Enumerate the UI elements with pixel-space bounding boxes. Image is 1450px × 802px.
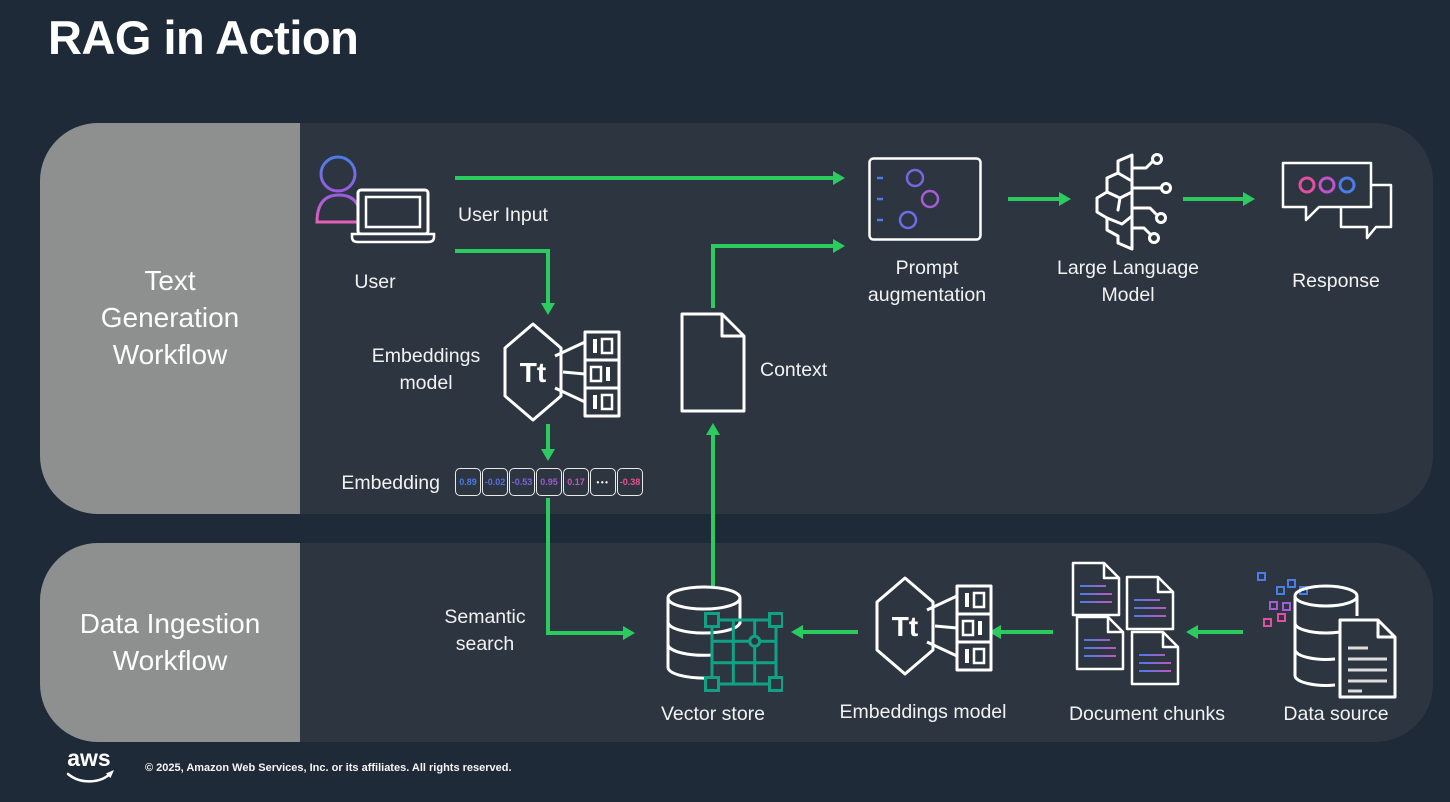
text-generation-label-box: Text Generation Workflow — [40, 123, 300, 514]
embeddings-model-2-label: Embeddings model — [839, 701, 1007, 723]
user-input-label: User Input — [458, 204, 548, 226]
embedding-vector: 0.89 -0.02 -0.53 0.95 0.17 ••• -0.38 — [455, 468, 643, 496]
response-label: Response — [1292, 270, 1380, 292]
embedding-value: 0.95 — [536, 468, 562, 496]
vector-store-label: Vector store — [660, 703, 766, 725]
arrow-context-to-prompt — [711, 239, 845, 308]
large-language-model-label: Large Language Model — [1056, 257, 1200, 306]
text-generation-panel: Text Generation Workflow — [40, 123, 1433, 514]
user-label: User — [354, 271, 396, 293]
embedding-value: 0.89 — [455, 468, 481, 496]
embeddings-model-glyph: Tt — [520, 357, 546, 388]
embedding-value: -0.53 — [509, 468, 535, 496]
data-ingestion-label-box: Data Ingestion Workflow — [40, 543, 300, 742]
document-chunks-label: Document chunks — [1068, 703, 1226, 725]
embedding-ellipsis: ••• — [590, 468, 616, 496]
arrow-user-to-embeddings-model — [455, 249, 555, 315]
context-document-icon — [680, 312, 746, 413]
large-language-model-icon — [1095, 153, 1172, 251]
arrow-embedding-to-vector-store — [546, 498, 635, 640]
embedding-label: Embedding — [341, 472, 440, 494]
embedding-value: -0.02 — [482, 468, 508, 496]
embeddings-model-icon: Tt — [875, 576, 993, 676]
copyright-text: © 2025, Amazon Web Services, Inc. or its… — [145, 762, 512, 774]
embeddings-model-icon: Tt — [503, 322, 621, 422]
aws-logo: aws — [66, 746, 114, 783]
prompt-augmentation-label: Prompt augmentation — [867, 257, 987, 306]
embeddings-model-glyph: Tt — [892, 611, 918, 642]
embedding-value: -0.38 — [617, 468, 643, 496]
data-source-icon — [1257, 572, 1397, 699]
embeddings-model-label: Embeddings model — [371, 345, 481, 394]
data-ingestion-label: Data Ingestion Workflow — [79, 607, 261, 676]
prompt-augmentation-icon — [868, 157, 982, 241]
semantic-search-label: Semantic search — [444, 606, 526, 655]
data-source-label: Data source — [1283, 703, 1389, 725]
text-generation-label: Text Generation Workflow — [100, 265, 240, 370]
context-label: Context — [760, 359, 828, 381]
embedding-value: 0.17 — [563, 468, 589, 496]
vector-store-icon — [666, 585, 783, 692]
response-icon — [1281, 161, 1393, 240]
page-title: RAG in Action — [48, 11, 359, 64]
aws-logo-text: aws — [67, 746, 110, 771]
user-icon — [315, 155, 436, 244]
document-chunks-icon — [1071, 561, 1180, 686]
